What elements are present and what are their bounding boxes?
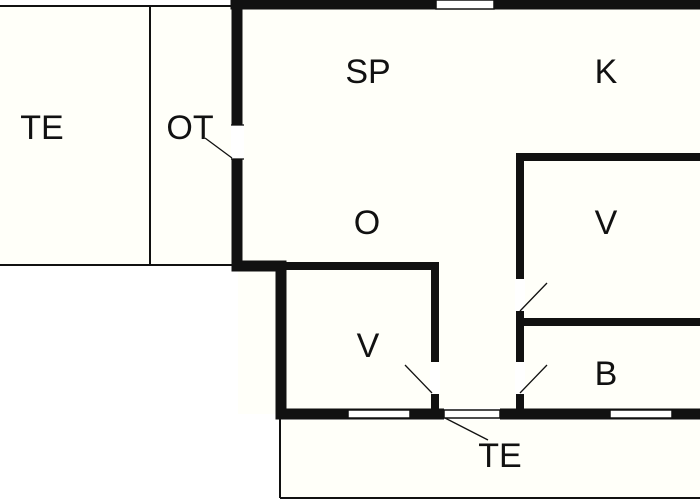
door-bedroom-right-swing xyxy=(519,282,548,312)
label-bedroom-small: V xyxy=(357,327,380,365)
door-bathroom-swing xyxy=(519,364,548,394)
label-terrace-bottom: TE xyxy=(478,437,521,475)
label-bedroom-main: O xyxy=(354,204,380,242)
main-house-area xyxy=(238,6,700,414)
door-bedroom-right-gap xyxy=(515,279,525,311)
door-bedroom-small-swing xyxy=(404,364,433,394)
label-covered-terrace: OT xyxy=(166,109,213,147)
window-top xyxy=(435,0,495,10)
door-bedroom-small-gap xyxy=(430,362,440,394)
label-living: SP xyxy=(345,53,390,91)
label-kitchen: K xyxy=(595,53,618,91)
terrace-left-area xyxy=(0,6,150,265)
door-terrace-swing xyxy=(204,137,233,159)
covered-terrace-area xyxy=(150,6,236,265)
door-terrace-gap xyxy=(231,125,244,159)
entrance-threshold xyxy=(443,409,501,419)
terrace-bottom-area xyxy=(280,420,700,498)
window-bottom-left xyxy=(347,409,411,419)
door-bathroom-gap xyxy=(515,362,525,394)
window-bottom-right xyxy=(609,409,673,419)
door-entrance-swing xyxy=(444,417,489,441)
label-bedroom-right: V xyxy=(595,204,618,242)
label-bathroom: B xyxy=(595,355,618,393)
label-terrace-left: TE xyxy=(20,109,63,147)
